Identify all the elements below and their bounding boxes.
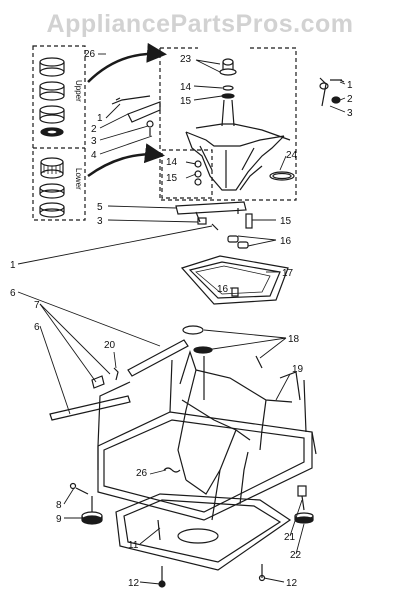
callout-9: 9: [56, 514, 62, 525]
lower-group-label: Lower: [74, 168, 83, 190]
gearcase-plate: [180, 255, 289, 305]
callout-11: 11: [128, 540, 139, 551]
callout-19: 19: [292, 364, 304, 375]
right-leveling-foot: [294, 485, 314, 524]
callout-18: 18: [288, 334, 300, 345]
callout-6-upper: 6: [10, 288, 16, 299]
callout-1-right: 1: [347, 80, 353, 91]
upper-group-label: Upper: [74, 80, 83, 102]
callout-7: 7: [34, 300, 40, 311]
callout-25: 24: [286, 150, 298, 161]
callout-14-top: 15: [180, 96, 192, 107]
callout-1-left: 1: [97, 113, 103, 124]
callout-4: 4: [91, 150, 97, 161]
callout-5: 5: [97, 202, 103, 213]
leg-pads: [182, 325, 263, 369]
pivot-bracket: [175, 201, 253, 249]
callout-20: 20: [104, 340, 116, 351]
base-frame: [97, 350, 317, 521]
callout-3-mid: 3: [97, 216, 103, 227]
callout-13-top: 14: [180, 82, 192, 93]
callout-8: 8: [56, 500, 62, 511]
bottom-screws: [158, 564, 266, 588]
spring-26: [163, 467, 181, 473]
callout-3-left: 3: [91, 136, 97, 147]
callout-16-lower: 16: [217, 284, 229, 295]
site-watermark: AppliancePartsPros.com: [46, 10, 354, 38]
upper-arrow: [87, 42, 167, 83]
upper-bearing-stack: [39, 57, 65, 137]
callout-23: 23: [180, 54, 192, 65]
callout-24: 26: [84, 49, 96, 60]
callout-12-left: 12: [128, 578, 140, 589]
callout-2-right: 2: [347, 94, 353, 105]
callout-1-mid: 1: [10, 260, 16, 271]
bottom-plate: [115, 493, 292, 571]
actuator-parts: [111, 95, 161, 136]
left-leveling-foot: [69, 482, 103, 525]
frame-rails: [49, 339, 189, 421]
callout-13-lower: 14: [166, 157, 178, 168]
callout-26: 26: [136, 468, 148, 479]
callout-16-upper: 16: [280, 236, 292, 247]
leader-lines: [17, 53, 346, 585]
callout-12-right: 12: [286, 578, 298, 589]
transmission-box: [159, 47, 297, 201]
hardware-right: [319, 77, 345, 107]
callout-21: 21: [284, 532, 296, 543]
lower-arrow: [87, 143, 165, 178]
transmission-assembly: [185, 58, 295, 191]
callout-22: 22: [290, 550, 302, 561]
callout-6-lower: 6: [34, 322, 40, 333]
lower-bearing-stack: [39, 157, 65, 218]
callout-14-lower: 15: [166, 173, 178, 184]
bearing-kit-box: [32, 45, 86, 221]
callout-15: 15: [280, 216, 292, 227]
callout-3-right: 3: [347, 108, 353, 119]
callout-2-left: 2: [91, 124, 97, 135]
callout-17: 17: [282, 268, 294, 279]
